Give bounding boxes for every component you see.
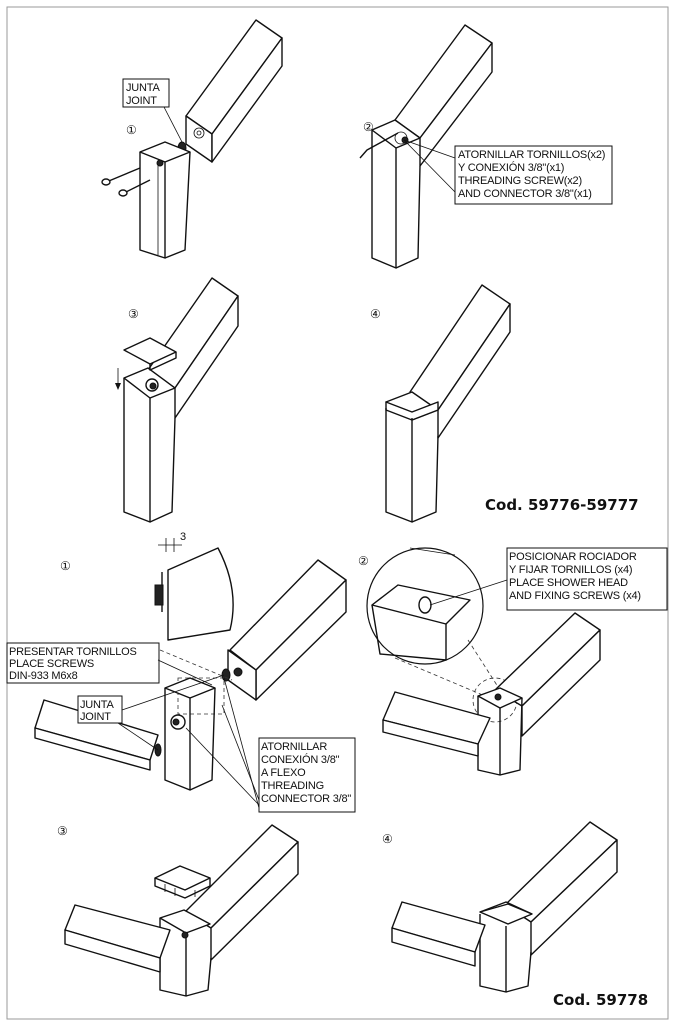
joint-label-en: JOINT bbox=[126, 95, 157, 107]
connector-label-line4: THREADING bbox=[261, 780, 324, 792]
step-number: ② bbox=[358, 554, 369, 568]
step-number: ④ bbox=[370, 307, 381, 321]
upper-step-4: ④ bbox=[370, 284, 511, 523]
step2-label-line4: AND CONNECTOR 3/8"(x1) bbox=[458, 188, 592, 200]
connector-label-line3: A FLEXO bbox=[261, 767, 306, 779]
page-border bbox=[6, 6, 669, 1020]
upper-step-3: ③ bbox=[115, 277, 239, 523]
screws-label-line2: PLACE SCREWS bbox=[9, 658, 94, 670]
lower-step-3: ③ bbox=[57, 824, 299, 997]
step2-label-line3: THREADING SCREW(x2) bbox=[458, 175, 582, 187]
step-number: ③ bbox=[128, 307, 139, 321]
shower-label-line3: PLACE SHOWER HEAD bbox=[509, 577, 628, 589]
lower-step-1: ① 3 PRESENTAR TORNILLOS PLACE SCREWS bbox=[6, 531, 356, 813]
step-number: ① bbox=[126, 123, 137, 137]
joint-label-es: JUNTA bbox=[126, 82, 160, 94]
step-number: ③ bbox=[57, 824, 68, 838]
shower-label-line2: Y FIJAR TORNILLOS (x4) bbox=[509, 564, 632, 576]
lower-step-2: ② POSICIONAR ROCIADOR Y FIJAR TORNILLOS … bbox=[358, 547, 668, 776]
screws-label-line1: PRESENTAR TORNILLOS bbox=[9, 646, 137, 658]
upper-step-2: ② ATORNILLAR TORNILLOS(x2) Y CONEXIÓN 3/… bbox=[359, 24, 613, 269]
screws-label-line3: DIN-933 M6x8 bbox=[9, 670, 78, 682]
lower-joint-label-en: JOINT bbox=[80, 711, 111, 723]
upper-step-1: ① JUNTA JOINT bbox=[101, 19, 283, 259]
dimension-value: 3 bbox=[180, 531, 186, 543]
connector-label-line2: CONEXIÓN 3/8" bbox=[261, 753, 340, 766]
connector-label-line5: CONNECTOR 3/8" bbox=[261, 793, 351, 805]
step2-label-line1: ATORNILLAR TORNILLOS(x2) bbox=[458, 149, 605, 161]
lower-joint-label-es: JUNTA bbox=[80, 699, 114, 711]
shower-label-line4: AND FIXING SCREWS (x4) bbox=[509, 590, 641, 602]
shower-label-line1: POSICIONAR ROCIADOR bbox=[509, 551, 637, 563]
step-number: ④ bbox=[382, 832, 393, 846]
step-number: ② bbox=[363, 120, 374, 134]
step-number: ① bbox=[60, 559, 71, 573]
step2-label-line2: Y CONEXIÓN 3/8"(x1) bbox=[458, 161, 564, 174]
connector-label-line1: ATORNILLAR bbox=[261, 741, 327, 753]
lower-product-code: Cod. 59778 bbox=[553, 991, 648, 1009]
upper-product-code: Cod. 59776-59777 bbox=[485, 496, 639, 514]
lower-step-4: ④ bbox=[382, 821, 618, 993]
